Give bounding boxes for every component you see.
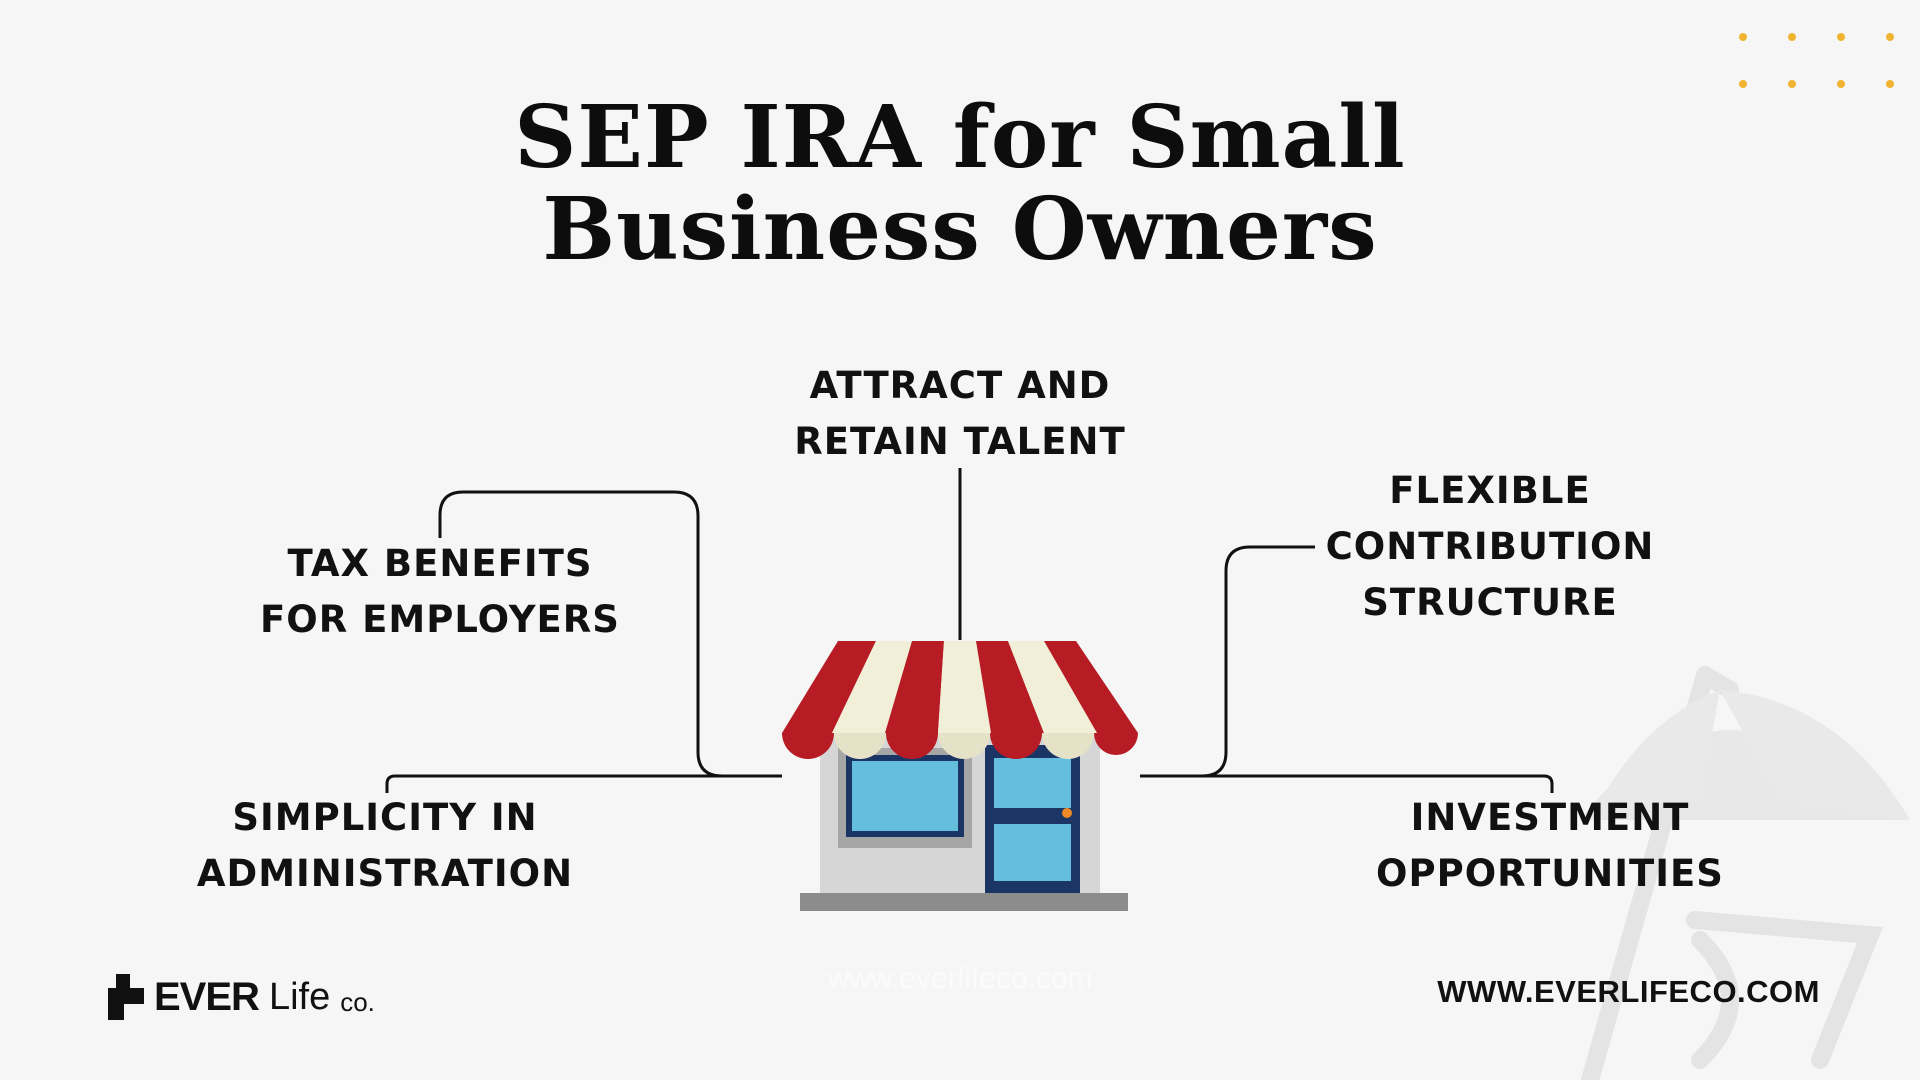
benefit-line: STRUCTURE [1362, 581, 1618, 624]
benefit-simplicity: SIMPLICITY IN ADMINISTRATION [180, 790, 590, 902]
logo-mark-icon [108, 974, 144, 1020]
benefit-line: ATTRACT AND [809, 364, 1111, 407]
connector-simplicity [385, 774, 782, 793]
logo-co: co. [340, 986, 375, 1017]
connector-tax [438, 490, 782, 778]
page-title: SEP IRA for Small Business Owners [0, 92, 1920, 276]
benefit-line: RETAIN TALENT [794, 420, 1126, 463]
title-line-1: SEP IRA for Small [514, 87, 1406, 188]
benefit-flexible-contribution: FLEXIBLE CONTRIBUTION STRUCTURE [1290, 463, 1690, 631]
website-link[interactable]: WWW.EVERLIFECO.COM [1437, 974, 1820, 1009]
benefit-line: ADMINISTRATION [196, 852, 574, 895]
watermark-text: www.everlifeco.com [827, 962, 1093, 995]
benefit-line: TAX BENEFITS [287, 542, 593, 585]
benefit-line: SIMPLICITY IN [232, 796, 538, 839]
benefit-line: INVESTMENT [1410, 796, 1690, 839]
benefit-tax-benefits: TAX BENEFITS FOR EMPLOYERS [240, 536, 640, 648]
benefit-investment-opportunities: INVESTMENT OPPORTUNITIES [1350, 790, 1750, 902]
logo-ever: EVER [154, 974, 260, 1019]
logo-life: Life [268, 975, 331, 1018]
benefit-line: OPPORTUNITIES [1376, 852, 1724, 895]
benefit-attract-retain-talent: ATTRACT AND RETAIN TALENT [760, 358, 1160, 470]
connector-invest [1140, 774, 1554, 793]
brand-logo: EVER Life co. [108, 972, 375, 1022]
benefit-line: CONTRIBUTION [1325, 525, 1655, 568]
benefit-line: FOR EMPLOYERS [260, 598, 620, 641]
title-line-2: Business Owners [542, 179, 1378, 280]
benefit-line: FLEXIBLE [1389, 469, 1591, 512]
